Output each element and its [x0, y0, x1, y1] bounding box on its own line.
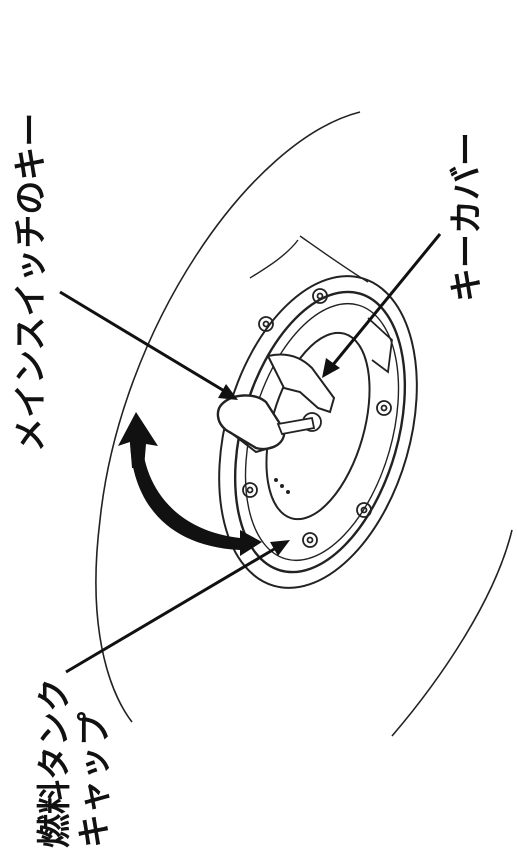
- key-head-edge: [229, 431, 277, 454]
- leader-fuel-tank-cap: [65, 546, 277, 674]
- rotation-arrow-tail: [240, 530, 262, 556]
- cap-hinge-tab: [367, 317, 393, 374]
- bolt: [356, 502, 372, 518]
- leader-key-cover-head: [322, 358, 340, 378]
- main-switch-key-label: メインスイッチのキー: [11, 112, 51, 452]
- leader-key-cover: [330, 233, 442, 367]
- tank-outline-right: [391, 529, 513, 737]
- bolt: [302, 532, 318, 548]
- bolt: [376, 400, 392, 416]
- key-cover-label: キーカバー: [447, 132, 487, 302]
- tank-outline-outer: [95, 111, 361, 723]
- cap-marks: [274, 478, 290, 494]
- key-head: [216, 394, 286, 451]
- key-cover: [266, 353, 336, 414]
- fuel-tank-cap-label-line1: 燃料タンク: [35, 678, 75, 848]
- rotation-arrow: [118, 412, 262, 556]
- bolt: [258, 316, 274, 332]
- key-blade: [276, 416, 316, 436]
- rotation-arrow-body: [129, 430, 240, 550]
- leader-fuel-tank-cap-head: [270, 540, 290, 556]
- fuel-tank-cap: [218, 275, 418, 589]
- rotation-arrow-head: [118, 412, 158, 468]
- leader-lines: [59, 233, 442, 674]
- leader-main-switch-key-head: [218, 384, 238, 400]
- leader-main-switch-key: [59, 290, 227, 394]
- tank-recess-line-2: [299, 235, 369, 283]
- cap-recess-ring: [218, 275, 418, 589]
- fuel-tank-cap-label-line2: キャップ: [75, 712, 115, 848]
- bolt: [242, 482, 258, 498]
- cap-bolts: [242, 288, 392, 548]
- tank-recess-line: [249, 239, 299, 279]
- main-switch-key: [216, 394, 316, 454]
- bolt: [312, 288, 328, 304]
